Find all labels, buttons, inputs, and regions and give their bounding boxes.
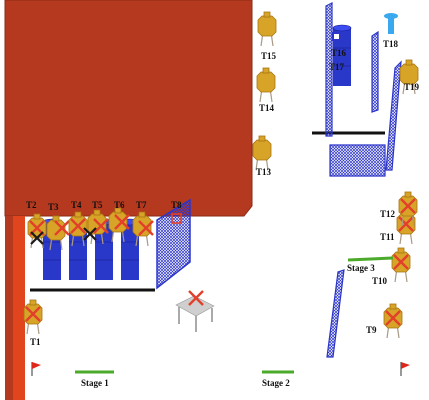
- target-t13: [252, 135, 272, 171]
- target-t10: [391, 247, 411, 283]
- target-t1: [23, 299, 43, 335]
- label-t2: T2: [26, 200, 37, 210]
- table: [175, 289, 215, 332]
- label-t15: T15: [261, 51, 277, 61]
- flag: [31, 361, 42, 377]
- label-stage1: Stage 1: [81, 378, 109, 388]
- mesh-wall: [326, 269, 345, 358]
- mesh-wall: [371, 30, 379, 113]
- label-t13: T13: [256, 167, 272, 177]
- target-t14: [256, 67, 276, 103]
- label-t6: T6: [114, 200, 125, 210]
- mesh-wall: [329, 144, 386, 177]
- mesh-wall: [385, 60, 402, 171]
- label-t19: T19: [404, 82, 420, 92]
- t8-plate: [171, 213, 182, 224]
- building-wall-left: [13, 216, 25, 400]
- label-t9: T9: [366, 325, 377, 335]
- label-t8: T8: [171, 200, 182, 210]
- black-x-mark: [30, 227, 97, 245]
- target-t9: [383, 303, 403, 339]
- label-stage2: Stage 2: [262, 378, 290, 388]
- label-t3: T3: [48, 202, 59, 212]
- building: [4, 0, 253, 400]
- label-t11: T11: [380, 232, 395, 242]
- target-t15: [257, 11, 277, 47]
- label-t17: T17: [329, 62, 345, 72]
- blue-box: [332, 32, 341, 41]
- label-t4: T4: [71, 200, 82, 210]
- label-t16: T16: [331, 48, 347, 58]
- label-t7: T7: [136, 200, 147, 210]
- stage3-line: [347, 256, 394, 262]
- label-t14: T14: [259, 103, 275, 113]
- label-t5: T5: [92, 200, 103, 210]
- building-wall-edge: [5, 216, 13, 400]
- label-t12: T12: [380, 209, 396, 219]
- label-t10: T10: [372, 276, 388, 286]
- label-stage3: Stage 3: [347, 263, 375, 273]
- mesh-wall: [325, 2, 333, 137]
- flag: [400, 361, 411, 377]
- label-t18: T18: [383, 39, 399, 49]
- blue-post: [384, 13, 398, 34]
- label-t1: T1: [30, 337, 41, 347]
